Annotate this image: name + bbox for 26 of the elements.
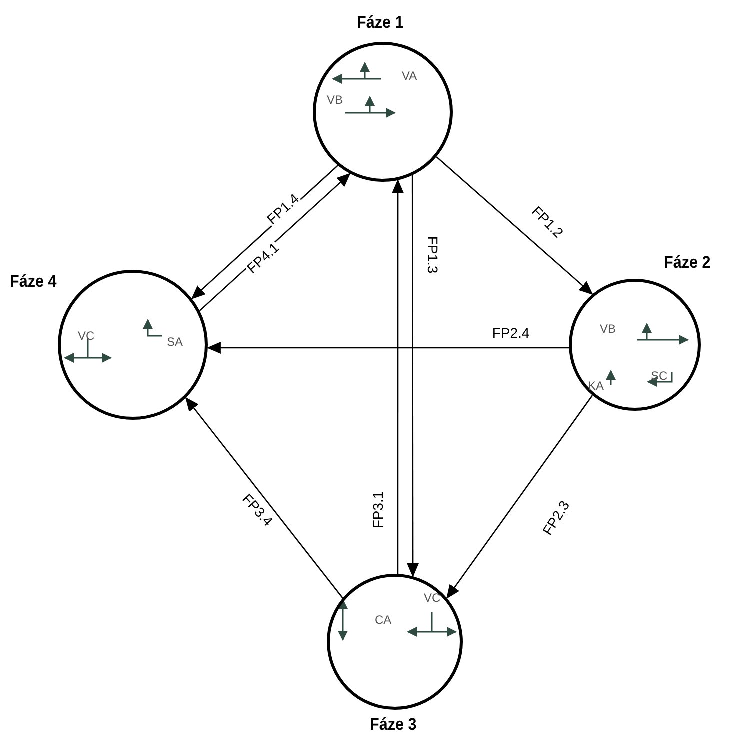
edge-label: FP3.1 [371, 490, 385, 530]
signal-label: VB [600, 323, 616, 335]
signal-label: VA [402, 70, 418, 82]
edge-label: FP1.3 [426, 235, 440, 275]
phase-title: Fáze 4 [10, 273, 57, 290]
edge-label: FP2.4 [491, 326, 531, 340]
phase-circle [569, 279, 701, 411]
phase-circle [58, 270, 208, 420]
phase-circle [313, 42, 453, 182]
signal-label: VC [78, 330, 95, 342]
arrow [185, 397, 344, 599]
arrow [446, 395, 594, 600]
signal-label: SA [167, 336, 184, 348]
phase-title: Fáze 2 [664, 254, 711, 271]
phase-title: Fáze 3 [370, 716, 417, 733]
phase-circle [327, 574, 463, 710]
signal-label: CA [375, 614, 392, 626]
signal-label: VC [424, 592, 441, 604]
arrow [206, 342, 570, 354]
signal-label: SC [651, 370, 668, 382]
phase-title: Fáze 1 [357, 14, 404, 31]
arrow [436, 156, 594, 296]
signal-label: KA [588, 380, 604, 392]
arrow [407, 175, 420, 578]
arrow [392, 179, 404, 574]
signal-label: VB [327, 94, 344, 106]
